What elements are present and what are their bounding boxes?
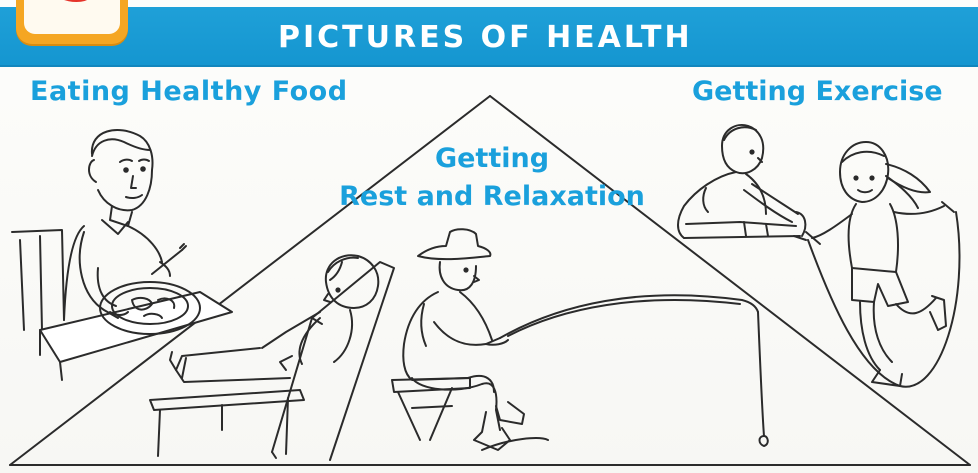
lesson-number: 5 bbox=[56, 0, 101, 12]
relaxing-boy-illustration bbox=[149, 254, 395, 461]
lesson-number-tab: 5 bbox=[16, 0, 128, 44]
page-title: PICTURES OF HEALTH bbox=[278, 20, 693, 55]
section-label-rest-line2: Rest and Relaxation bbox=[339, 181, 645, 212]
stretching-boy-illustration bbox=[677, 124, 807, 241]
title-banner: PICTURES OF HEALTH bbox=[0, 7, 978, 67]
section-label-rest-line1: Getting bbox=[434, 143, 550, 174]
eating-boy-illustration bbox=[11, 129, 233, 381]
jump-rope-girl-illustration bbox=[805, 141, 961, 388]
section-label-eating: Eating Healthy Food bbox=[30, 76, 348, 107]
section-label-exercise: Getting Exercise bbox=[692, 76, 943, 107]
fishing-boy-illustration bbox=[391, 228, 769, 451]
lesson-number-panel: 5 bbox=[24, 0, 120, 34]
section-label-rest: Getting Rest and Relaxation bbox=[336, 140, 648, 216]
pyramid-triangle-outline bbox=[9, 95, 971, 466]
